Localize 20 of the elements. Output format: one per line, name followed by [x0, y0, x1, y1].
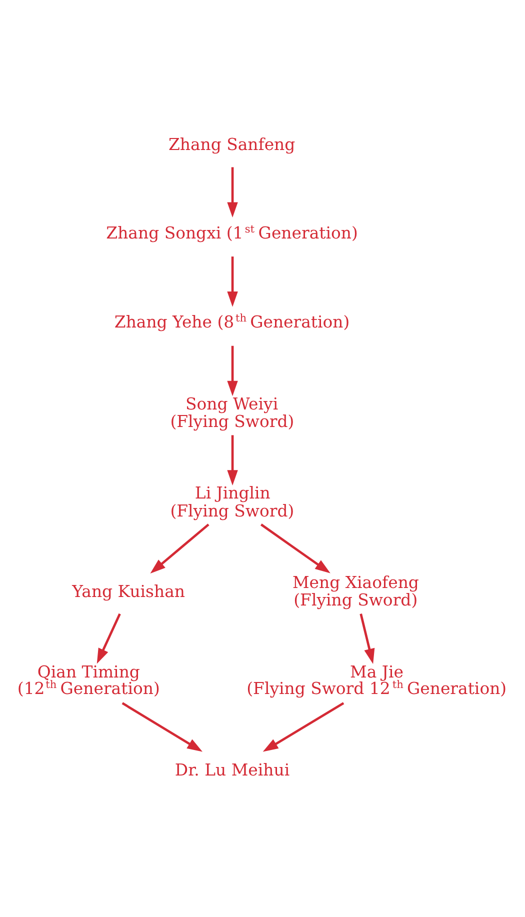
arrow: [150, 524, 210, 574]
node-text: Zhang Songxi (1$^{st}$ Generation): [106, 223, 358, 242]
arrow: [96, 613, 121, 664]
arrow: [227, 167, 238, 218]
node-text: Li Jinglin (Flying Sword): [170, 484, 294, 520]
arrow: [260, 524, 330, 574]
arrow: [227, 256, 238, 307]
arrow: [122, 702, 202, 752]
arrow: [227, 435, 238, 486]
node-text: Qian Timing (12$^{th}$ Generation): [17, 662, 160, 698]
node-text: Ma Jie (Flying Sword 12$^{th}$ Generation): [246, 662, 507, 698]
arrow: [360, 614, 375, 664]
node-text: Song Weiyi (Flying Sword): [170, 394, 294, 431]
arrow: [262, 702, 344, 752]
node-text: Dr. Lu Meihui: [174, 760, 290, 780]
node-text: Zhang Yehe (8$^{th}$ Generation): [114, 312, 350, 332]
node-text: Meng Xiaofeng (Flying Sword): [292, 573, 419, 610]
node-text: Zhang Sanfeng: [168, 135, 296, 154]
node-text: Yang Kuishan: [72, 582, 185, 601]
arrow: [227, 346, 238, 396]
